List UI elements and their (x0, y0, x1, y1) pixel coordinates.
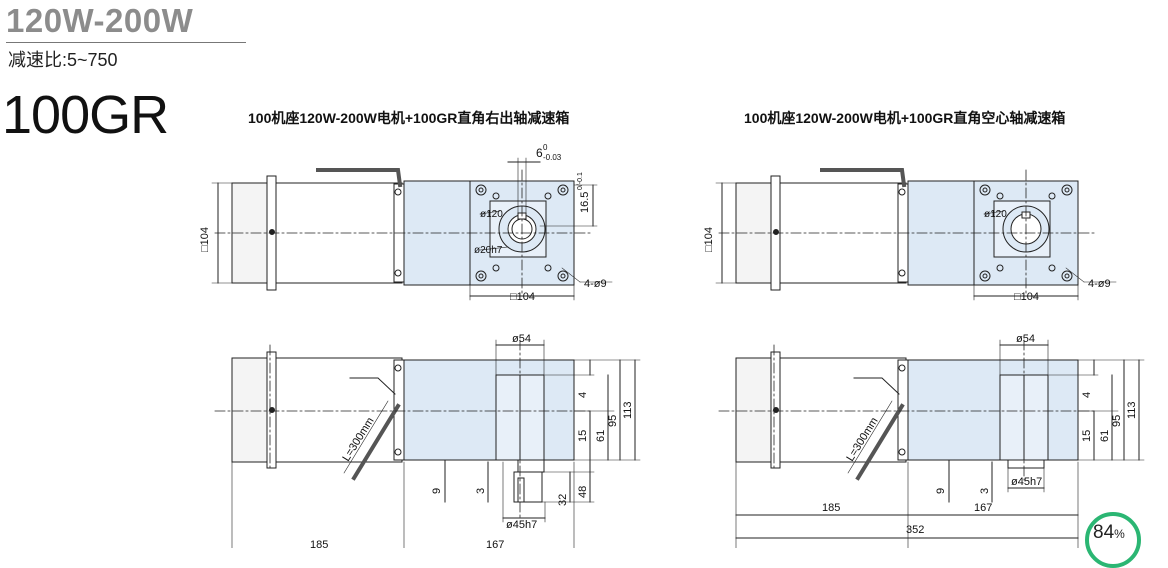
power-range-heading: 120W-200W (6, 2, 194, 39)
left-d167: 167 (486, 539, 504, 548)
left-top-view (211, 157, 613, 301)
left-d32: 32 (557, 494, 569, 506)
left-d4: 4 (577, 392, 589, 398)
left-gearbox-front (403, 359, 575, 461)
left-d9: 9 (431, 488, 443, 494)
left-key-tol-upper: 0 (543, 143, 548, 152)
right-d61: 61 (1099, 430, 1111, 442)
right-d95: 95 (1111, 415, 1123, 427)
left-holes: 4-ø9 (584, 278, 607, 290)
right-pcd: ø120 (984, 209, 1007, 220)
right-square-bottom: □104 (1014, 291, 1039, 303)
left-d3: 3 (475, 488, 487, 494)
left-d185: 185 (310, 539, 328, 548)
left-square-bottom: □104 (510, 291, 535, 303)
left-d61: 61 (595, 430, 607, 442)
left-shaft: ø20h7 (474, 245, 503, 256)
left-hub: ø45h7 (506, 519, 537, 531)
left-key-width: 6 (536, 146, 543, 160)
zoom-unit: % (1114, 527, 1125, 541)
zoom-badge-text: 84% (1093, 522, 1125, 544)
right-top-view (715, 168, 1117, 301)
heading-underline (6, 42, 246, 43)
right-front-view (718, 339, 1145, 548)
left-key-height: 16.5 (579, 192, 591, 213)
left-d95: 95 (607, 415, 619, 427)
right-holes: 4-ø9 (1088, 278, 1111, 290)
left-drawing-title: 100机座120W-200W电机+100GR直角右出轴减速箱 (248, 110, 570, 126)
left-key-tol-lower: -0.03 (543, 153, 562, 162)
right-cable (820, 168, 907, 188)
zoom-value: 84 (1093, 522, 1115, 543)
technical-drawings: 6 0 -0.03 16.5 0/-0.1 ø120 ø20h7 4-ø9 □1… (199, 143, 1145, 548)
right-flange-dia: ø54 (1016, 333, 1035, 345)
left-d48: 48 (577, 486, 589, 498)
right-d15: 15 (1081, 430, 1093, 442)
left-key-height-tol: 0/-0.1 (577, 172, 584, 190)
right-d9: 9 (935, 488, 947, 494)
right-dimension-labels: ø120 4-ø9 □104 □104 ø54 4 15 61 95 113 9… (703, 209, 1138, 536)
model-code: 100GR (2, 85, 169, 145)
right-hub: ø45h7 (1011, 476, 1042, 488)
left-pcd: ø120 (480, 209, 503, 220)
left-d15: 15 (577, 430, 589, 442)
right-d352: 352 (906, 524, 924, 536)
left-d113: 113 (622, 401, 634, 419)
ratio-label: 减速比:5~750 (8, 50, 118, 70)
right-d167: 167 (974, 502, 992, 514)
right-drawing-title: 100机座120W-200W电机+100GR直角空心轴减速箱 (744, 110, 1066, 126)
left-front-view (214, 339, 641, 548)
right-d4: 4 (1081, 392, 1093, 398)
right-cable-front (855, 403, 905, 481)
right-gearbox-front (907, 359, 1079, 461)
left-cable-front (351, 403, 401, 481)
right-d3: 3 (979, 488, 991, 494)
left-flange-dia: ø54 (512, 333, 531, 345)
right-d113: 113 (1126, 401, 1138, 419)
right-square-side: □104 (703, 227, 715, 252)
right-d185: 185 (822, 502, 840, 514)
left-square-side: □104 (199, 227, 211, 252)
left-cable (316, 168, 403, 188)
